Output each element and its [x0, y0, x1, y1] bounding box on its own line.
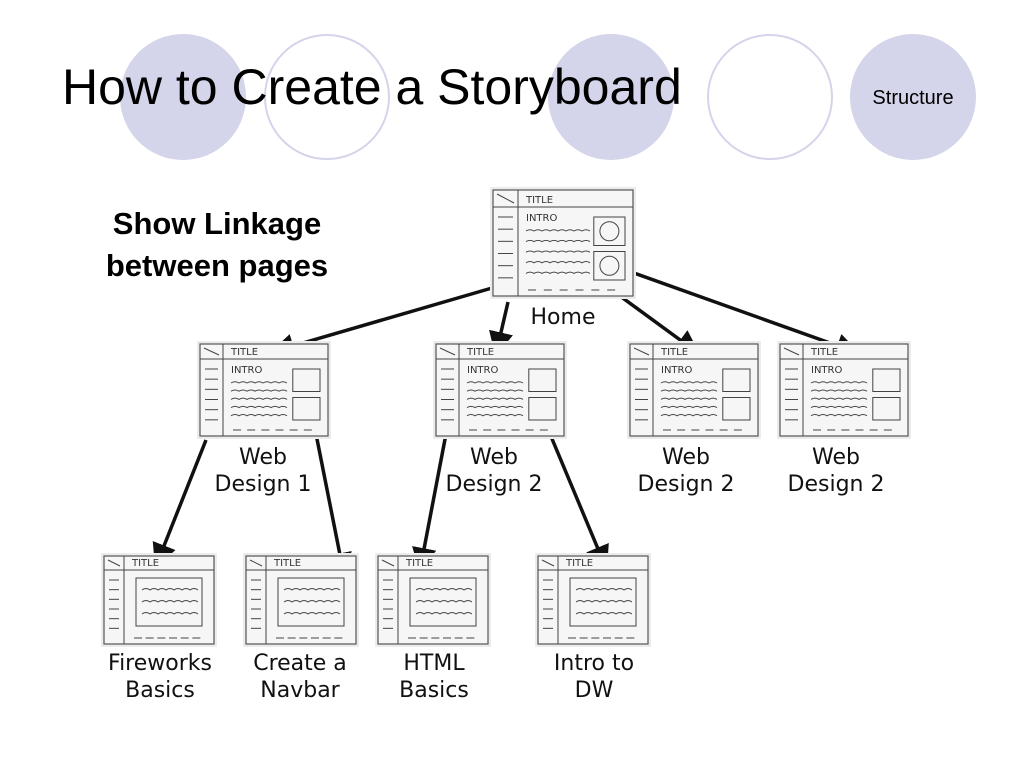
wireframe-title-text: TITLE — [525, 195, 553, 206]
node-label-web2a-line-2: Design 2 — [446, 472, 543, 497]
wireframe-sketch: TITLE — [375, 553, 491, 647]
decor-circle-5 — [850, 34, 976, 160]
wireframe-sketch: TITLE INTRO — [490, 187, 636, 299]
wireframe-sketch: TITLE — [535, 553, 651, 647]
decor-circle-3 — [548, 34, 674, 160]
link-arrow-web1-to-navbar — [314, 433, 352, 578]
section-label: Structure — [872, 87, 954, 109]
node-label-dw-line-1: Intro to — [554, 651, 634, 676]
wireframe-sketch: TITLE — [243, 553, 359, 647]
node-label-fireworks-line-2: Basics — [125, 678, 195, 703]
decor-circle-4 — [707, 34, 833, 160]
wireframe-title-text: TITLE — [810, 347, 838, 358]
node-label-web2c-line-2: Design 2 — [788, 472, 885, 497]
wireframe-sketch: TITLE INTRO — [433, 341, 567, 439]
wireframe-sketch: TITLE INTRO — [197, 341, 331, 439]
node-label-fireworks-line-1: Fireworks — [108, 651, 212, 676]
link-arrow-home-to-web2c — [633, 271, 861, 358]
wireframe-intro-text: INTRO — [526, 213, 557, 224]
wireframe-title-text: TITLE — [273, 558, 301, 569]
wireframe-intro-text: INTRO — [231, 365, 262, 376]
node-label-home-line-1: Home — [531, 305, 596, 330]
decor-circle-1 — [120, 34, 246, 160]
node-label-web2a-line-1: Web — [470, 445, 518, 470]
wireframe-intro-text: INTRO — [811, 365, 842, 376]
slide-title: How to Create a Storyboard — [62, 59, 682, 115]
node-label-web2b-line-1: Web — [662, 445, 710, 470]
wireframe-title-text: TITLE — [131, 558, 159, 569]
node-label-html-line-1: HTML — [403, 651, 465, 676]
wireframe-sketch: TITLE INTRO — [777, 341, 911, 439]
wireframe-title-text: TITLE — [230, 347, 258, 358]
wireframe-sketch: TITLE — [101, 553, 217, 647]
link-arrow-web2a-to-html — [412, 433, 448, 573]
wireframe-sketch: TITLE INTRO — [627, 341, 761, 439]
subtitle-line-2: between pages — [105, 248, 329, 283]
node-label-web2c-line-1: Web — [812, 445, 860, 470]
wireframe-title-text: TITLE — [466, 347, 494, 358]
node-label-dw-line-2: DW — [575, 678, 614, 703]
wireframe-title-text: TITLE — [405, 558, 433, 569]
node-label-web2b-line-2: Design 2 — [638, 472, 735, 497]
wireframe-title-text: TITLE — [660, 347, 688, 358]
node-label-web1-line-1: Web — [239, 445, 287, 470]
node-label-navbar-line-1: Create a — [253, 651, 347, 676]
node-label-navbar-line-2: Navbar — [260, 678, 340, 703]
wireframe-intro-text: INTRO — [661, 365, 692, 376]
link-arrow-web2a-to-dw — [548, 433, 609, 571]
decor-circle-2 — [264, 34, 390, 160]
slide-subtitle: Show Linkage between pages — [82, 203, 352, 287]
node-label-html-line-2: Basics — [399, 678, 469, 703]
link-arrow-web1-to-fireworks — [152, 439, 208, 569]
page-node-home: TITLE INTRO Home — [490, 187, 636, 330]
node-label-web1-line-2: Design 1 — [215, 472, 312, 497]
subtitle-line-1: Show Linkage — [112, 206, 322, 241]
wireframe-title-text: TITLE — [565, 558, 593, 569]
wireframe-intro-text: INTRO — [467, 365, 498, 376]
